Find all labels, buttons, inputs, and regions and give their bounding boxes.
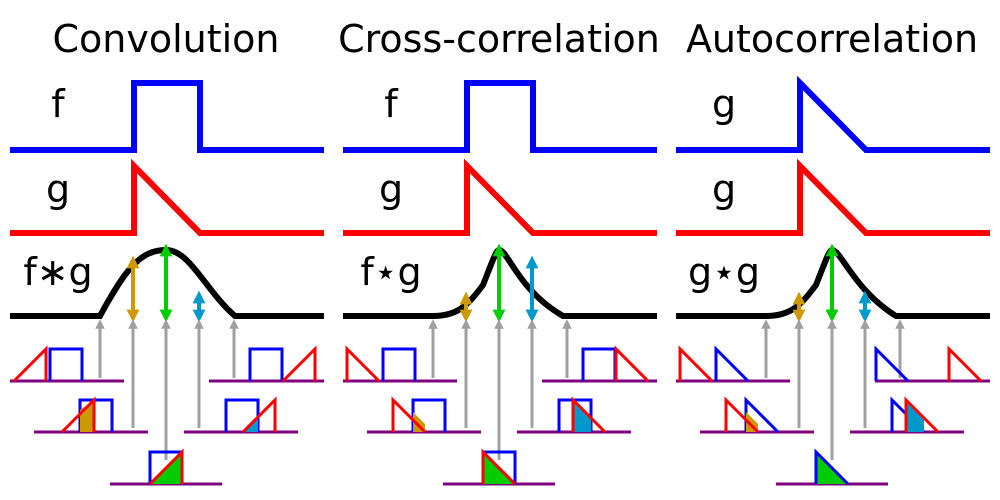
panel-title: Autocorrelation bbox=[686, 17, 978, 61]
top-signal-curve bbox=[10, 80, 324, 153]
middle-signal-label: g bbox=[712, 167, 736, 211]
top-signal-curve bbox=[343, 80, 657, 153]
middle-signal-curve bbox=[10, 158, 324, 236]
result-label: f∗g bbox=[23, 250, 92, 294]
middle-signal-curve bbox=[343, 158, 657, 236]
result-label: g⋆g bbox=[688, 250, 760, 294]
top-signal-label: f bbox=[384, 82, 399, 126]
middle-signal-curve bbox=[676, 158, 990, 236]
middle-signal-label: g bbox=[379, 167, 403, 211]
panel-title: Cross-correlation bbox=[338, 17, 660, 61]
sliding-illustrations bbox=[676, 345, 990, 486]
sliding-illustrations bbox=[10, 345, 324, 486]
panel-convolution: Convolution fg f∗g bbox=[10, 17, 324, 486]
result-label: f⋆g bbox=[360, 250, 421, 294]
sliding-illustrations bbox=[343, 345, 657, 486]
middle-signal-label: g bbox=[46, 167, 70, 211]
panel-title: Convolution bbox=[52, 17, 279, 61]
panel-autocorrelation: Autocorrelation gg g⋆g bbox=[676, 17, 990, 486]
top-signal-label: g bbox=[712, 82, 736, 126]
panel-cross-correlation: Cross-correlation fg f⋆g bbox=[338, 17, 660, 486]
top-signal-curve bbox=[676, 75, 990, 153]
top-signal-label: f bbox=[51, 82, 66, 126]
